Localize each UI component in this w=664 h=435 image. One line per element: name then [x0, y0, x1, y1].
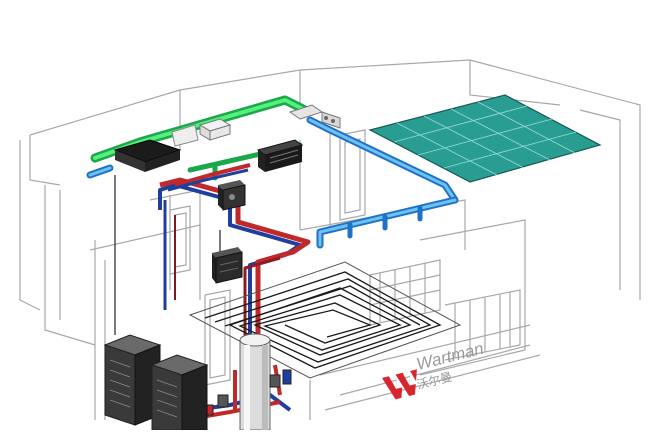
pump-assembly: [204, 369, 292, 416]
wall-control-box: [218, 180, 246, 211]
radiant-ceiling-panel: [368, 94, 602, 183]
air-filter-box: [171, 118, 232, 147]
ceiling-fan-coil: [256, 139, 304, 172]
water-pipes: [114, 163, 311, 420]
outdoor-unit-right: [150, 354, 209, 431]
water-tank: [239, 333, 271, 431]
exhaust-air-duct: [86, 116, 459, 249]
exhaust-grille: [288, 104, 341, 129]
logo-mark: [382, 369, 418, 400]
fresh-air-unit: [113, 139, 182, 172]
floor-heating-manifold: [212, 247, 243, 284]
